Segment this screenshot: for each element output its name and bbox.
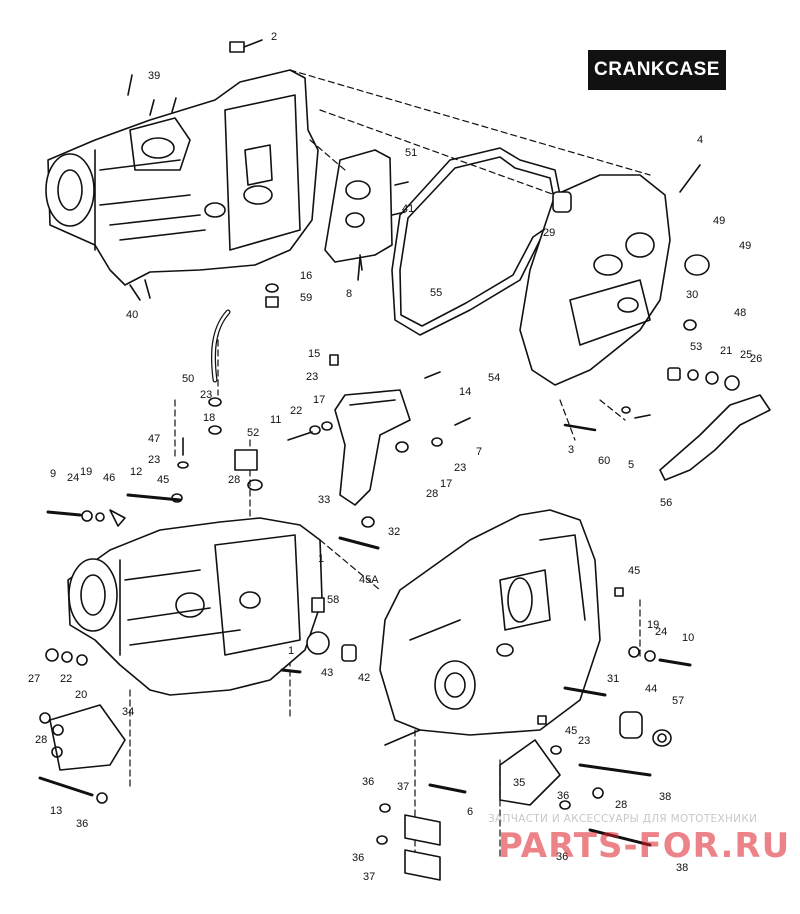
callout-23: 23 — [306, 371, 318, 383]
callout-21: 21 — [720, 345, 732, 357]
callout-5: 5 — [628, 459, 634, 471]
callout-3: 3 — [568, 444, 574, 456]
callout-12: 12 — [130, 466, 142, 478]
callout-25: 25 — [740, 349, 752, 361]
callout-37: 37 — [397, 781, 409, 793]
callout-58: 58 — [327, 594, 339, 606]
callout-24: 24 — [655, 626, 667, 638]
callout-45A: 45A — [359, 574, 379, 586]
callout-29: 29 — [543, 227, 555, 239]
callout-39: 39 — [148, 70, 160, 82]
callout-16: 16 — [300, 270, 312, 282]
lower-left-crankcase — [67, 517, 323, 696]
callout-22: 22 — [60, 673, 72, 685]
callout-43: 43 — [321, 667, 333, 679]
callout-41: 41 — [402, 203, 414, 215]
watermark-caption: ЗАПЧАСТИ И АКСЕССУАРЫ ДЛЯ МОТОТЕХНИКИ — [488, 813, 758, 825]
callout-35: 35 — [513, 777, 525, 789]
callout-31: 31 — [607, 673, 619, 685]
callout-19: 19 — [647, 619, 659, 631]
callout-1: 1 — [318, 553, 324, 565]
upper-left-crankcase — [45, 69, 319, 301]
callout-51: 51 — [405, 147, 417, 159]
callout-49: 49 — [739, 240, 751, 252]
callout-53: 53 — [690, 341, 702, 353]
callout-1: 1 — [288, 645, 294, 657]
callout-labels: 1234567891011121314151617171819192021222… — [28, 31, 762, 883]
callout-28: 28 — [615, 799, 627, 811]
callout-15: 15 — [308, 348, 320, 360]
callout-36: 36 — [557, 790, 569, 802]
callout-4: 4 — [697, 134, 703, 146]
callout-40: 40 — [126, 309, 138, 321]
callout-38: 38 — [659, 791, 671, 803]
callout-19: 19 — [80, 466, 92, 478]
callout-48: 48 — [734, 307, 746, 319]
callout-36: 36 — [76, 818, 88, 830]
callout-45: 45 — [157, 474, 169, 486]
guard-56 — [659, 394, 771, 481]
callout-44: 44 — [645, 683, 657, 695]
callout-11: 11 — [270, 414, 281, 426]
callout-36: 36 — [556, 851, 568, 863]
plate-51 — [324, 149, 409, 271]
callout-23: 23 — [148, 454, 160, 466]
callout-52: 52 — [247, 427, 259, 439]
callout-2: 2 — [271, 31, 277, 43]
callout-45: 45 — [565, 725, 577, 737]
callout-55: 55 — [430, 287, 442, 299]
callout-30: 30 — [686, 289, 698, 301]
callout-8: 8 — [346, 288, 352, 300]
callout-50: 50 — [182, 373, 194, 385]
bracket-33 — [334, 389, 411, 506]
callout-57: 57 — [672, 695, 684, 707]
callout-26: 26 — [750, 353, 762, 365]
cover-54 — [519, 174, 671, 386]
callout-47: 47 — [148, 433, 160, 445]
callout-59: 59 — [300, 292, 312, 304]
callout-46: 46 — [103, 472, 115, 484]
callout-18: 18 — [203, 412, 215, 424]
callout-45: 45 — [628, 565, 640, 577]
callout-14: 14 — [459, 386, 471, 398]
callout-36: 36 — [362, 776, 374, 788]
callout-42: 42 — [358, 672, 370, 684]
callout-38: 38 — [676, 862, 688, 874]
callout-17: 17 — [440, 478, 452, 490]
callout-32: 32 — [388, 526, 400, 538]
right-crankcase — [379, 509, 601, 746]
callout-17: 17 — [313, 394, 325, 406]
callout-28: 28 — [35, 734, 47, 746]
callout-33: 33 — [318, 494, 330, 506]
callout-34: 34 — [122, 706, 134, 718]
callout-9: 9 — [50, 468, 56, 480]
callout-22: 22 — [290, 405, 302, 417]
diagram-title: CRANKCASE — [588, 50, 726, 90]
callout-10: 10 — [682, 632, 694, 644]
callout-27: 27 — [28, 673, 40, 685]
callout-56: 56 — [660, 497, 672, 509]
callout-28: 28 — [426, 488, 438, 500]
callout-54: 54 — [488, 372, 500, 384]
callout-6: 6 — [467, 806, 473, 818]
callout-60: 60 — [598, 455, 610, 467]
callout-23: 23 — [578, 735, 590, 747]
plug-part — [229, 41, 245, 53]
callout-24: 24 — [67, 472, 79, 484]
callout-23: 23 — [200, 389, 212, 401]
callout-23: 23 — [454, 462, 466, 474]
callout-36: 36 — [352, 852, 364, 864]
watermark-logo: PARTS-FOR.RU — [498, 826, 791, 866]
callout-20: 20 — [75, 689, 87, 701]
callout-7: 7 — [476, 446, 482, 458]
callout-49: 49 — [713, 215, 725, 227]
callout-13: 13 — [50, 805, 62, 817]
callout-28: 28 — [228, 474, 240, 486]
callout-37: 37 — [363, 871, 375, 883]
